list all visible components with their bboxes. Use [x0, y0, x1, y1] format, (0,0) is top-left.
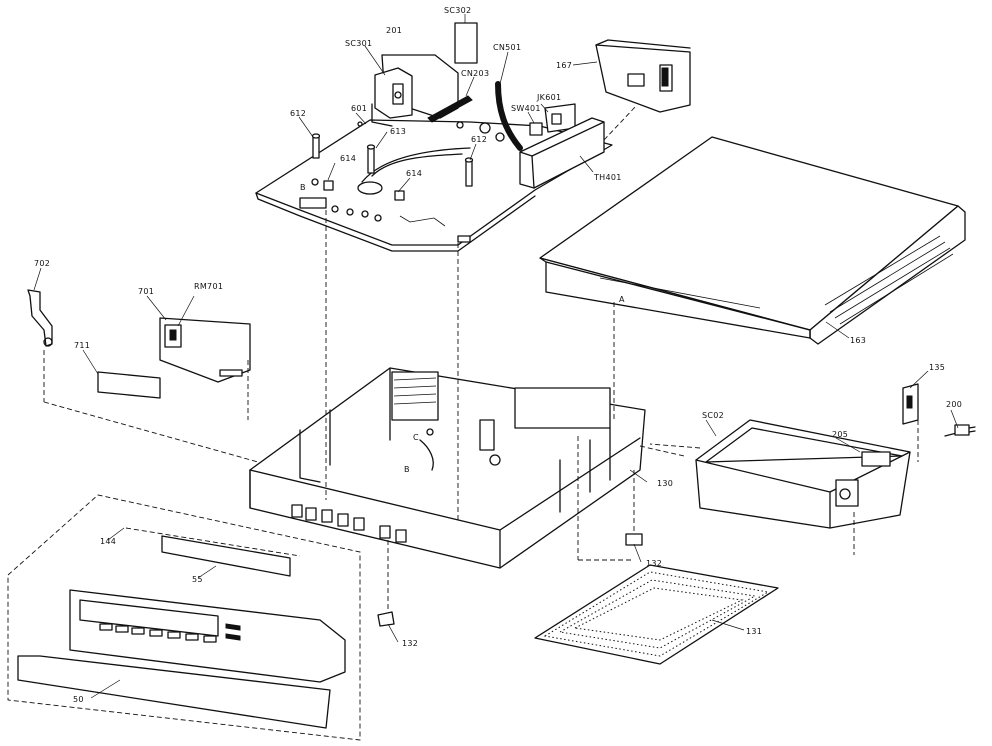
front-panel-50	[69, 589, 346, 683]
cn203-ribbon	[427, 95, 473, 123]
bracket-167	[595, 39, 691, 113]
label-613: 613	[390, 127, 406, 136]
label-167: 167	[556, 61, 572, 70]
label-601: 601	[351, 104, 367, 113]
chassis-130	[249, 367, 646, 569]
cn501-cable	[495, 81, 523, 151]
front-panel-frame	[7, 494, 361, 741]
label-135: 135	[929, 363, 945, 372]
label-701: 701	[138, 287, 154, 296]
label-b-chassis: B	[404, 465, 410, 474]
label-132-left: 132	[402, 639, 418, 648]
sc302-board	[454, 22, 478, 64]
bracket-702	[27, 289, 53, 347]
label-cn203: CN203	[461, 69, 489, 78]
label-132-right: 132	[646, 559, 662, 568]
label-711	[97, 371, 161, 399]
bracket-55	[161, 535, 291, 577]
standoff-612-left	[311, 133, 321, 159]
label-163: 163	[850, 336, 866, 345]
foot-132-left	[377, 611, 395, 627]
label-612-left: 612	[290, 109, 306, 118]
top-cover-163	[539, 136, 966, 345]
standoff-613	[366, 144, 376, 174]
label-c: C	[413, 433, 419, 442]
switch-205	[835, 451, 891, 507]
label-200: 200	[946, 400, 962, 409]
label-614-right: 614	[406, 169, 422, 178]
label-130: 130	[657, 479, 673, 488]
standoff-612-right	[464, 157, 474, 187]
th401-bar	[519, 117, 605, 189]
part-labels: SC302 201 SC301 CN501 CN203 167 601 612 …	[34, 6, 962, 704]
label-201: 201	[386, 26, 402, 35]
label-jk601: JK601	[536, 93, 561, 102]
label-a: A	[619, 295, 625, 304]
label-711: 711	[74, 341, 90, 350]
label-sc301: SC301	[345, 39, 372, 48]
label-cn501: CN501	[493, 43, 521, 52]
label-612-right: 612	[471, 135, 487, 144]
alignment-lines	[43, 105, 919, 612]
label-614-left: 614	[340, 154, 356, 163]
label-205: 205	[832, 430, 848, 439]
label-rm701: RM701	[194, 282, 223, 291]
bracket-135	[902, 383, 919, 425]
label-sw401: SW401	[511, 104, 541, 113]
label-b-top: B	[300, 183, 306, 192]
label-50: 50	[73, 695, 84, 704]
label-131: 131	[746, 627, 762, 636]
sc301-bracket	[371, 67, 413, 127]
bottom-plate-131	[534, 564, 779, 665]
leader-lines	[33, 14, 959, 699]
label-55: 55	[192, 575, 203, 584]
base-trim	[17, 655, 331, 729]
label-sc02: SC02	[702, 411, 724, 420]
sw401-switch	[529, 122, 543, 136]
label-sc302: SC302	[444, 6, 471, 15]
panel-board-701	[159, 317, 251, 383]
label-702: 702	[34, 259, 50, 268]
label-144: 144	[100, 537, 116, 546]
foot-132-right	[625, 533, 643, 546]
sub-chassis-sc02	[695, 419, 911, 529]
jk601-jack	[544, 103, 576, 133]
label-th401: TH401	[593, 173, 622, 182]
power-cord-200	[944, 424, 976, 437]
